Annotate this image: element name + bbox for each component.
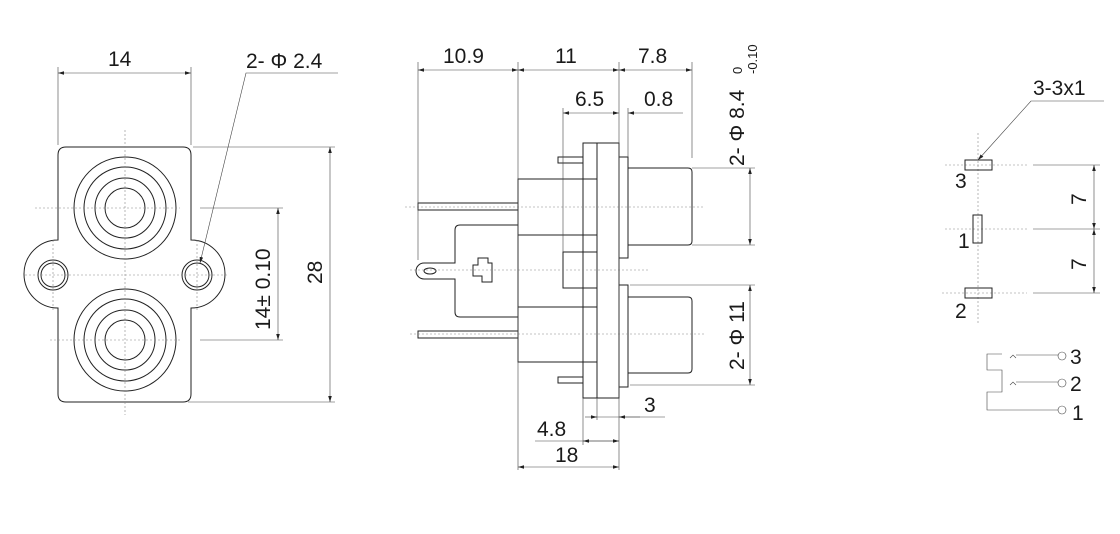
front-view: 14 28 14± 0.10 2- Φ 2.4	[23, 48, 338, 415]
dim-6-5: 6.5	[575, 88, 604, 111]
dim-4-8: 4.8	[537, 418, 566, 441]
side-view: 10.9 11 7.8 6.5 0.8 2- Φ 8.4 0 -0.10 2- …	[405, 44, 760, 470]
pin-view: 3 1 2 3-3x1 7 7 3 2 1	[942, 77, 1104, 425]
dim-3: 3	[644, 394, 656, 417]
dim-rear: 10.9	[443, 45, 484, 68]
schematic-label-1: 1	[1072, 402, 1084, 425]
pitch-top: 7	[1068, 193, 1091, 205]
dia-large: 2- Φ 11	[726, 301, 749, 370]
hole-callout: 2- Φ 2.4	[246, 50, 323, 73]
dim-jack: 7.8	[638, 45, 667, 68]
dim-pitch: 14± 0.10	[252, 248, 275, 330]
schematic-label-2: 2	[1070, 373, 1082, 396]
pin-label-3: 3	[955, 170, 967, 193]
pin-label-1: 1	[958, 230, 970, 253]
pitch-bottom: 7	[1068, 258, 1091, 270]
dim-height: 28	[304, 261, 327, 284]
dia-small-tol-lower: -0.10	[745, 44, 760, 74]
dim-width: 14	[108, 48, 132, 71]
schematic: 3 2 1	[986, 346, 1084, 425]
schematic-label-3: 3	[1070, 346, 1082, 369]
dim-0-8: 0.8	[644, 88, 673, 111]
pin-label-2: 2	[955, 300, 967, 323]
pin-callout: 3-3x1	[1033, 77, 1086, 100]
dim-18: 18	[555, 444, 578, 467]
dia-small-tol-upper: 0	[730, 67, 745, 74]
dim-body: 11	[555, 45, 577, 68]
dia-small: 2- Φ 8.4	[726, 89, 749, 166]
